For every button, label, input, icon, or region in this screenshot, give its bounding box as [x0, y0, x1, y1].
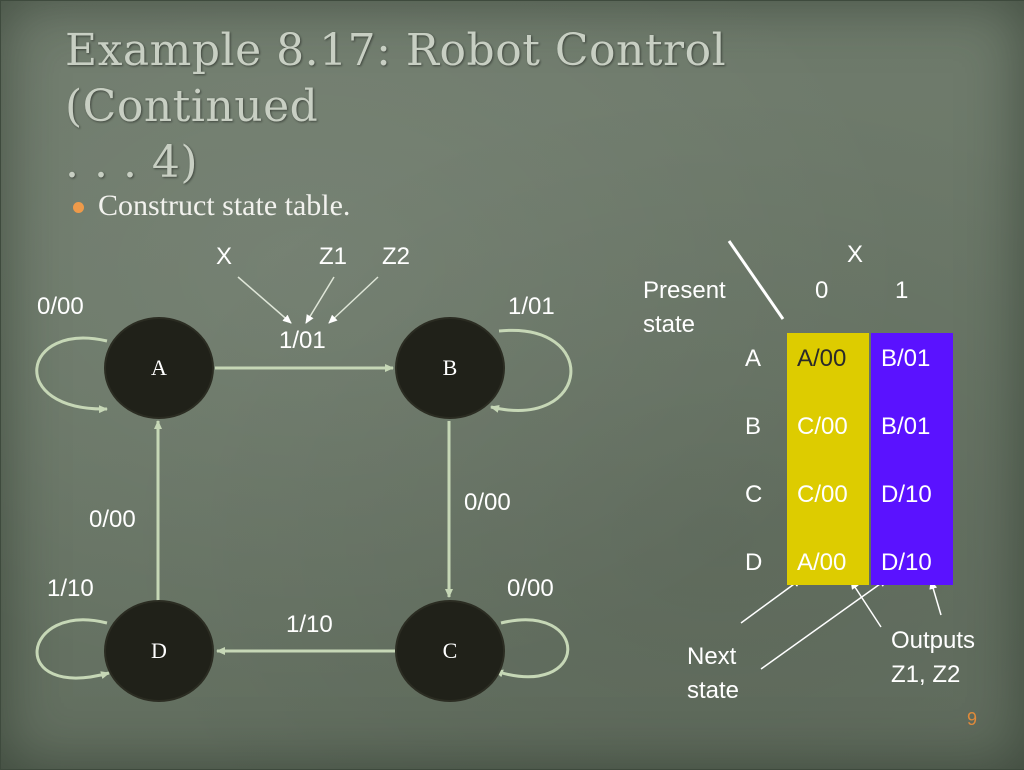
next-state-column: [787, 333, 869, 585]
edge-label-b-to-c: 0/00: [464, 489, 511, 516]
edge-label-d-to-a: 0/00: [89, 506, 136, 533]
edge-label-a-to-b: 1/01: [279, 327, 326, 354]
edge-label-a-self: 0/00: [37, 293, 84, 320]
legend-pointer-z1: [305, 276, 335, 324]
state-label-d: D: [151, 638, 167, 663]
legend-z1: Z1: [319, 243, 348, 270]
next-state-label-2: state: [687, 677, 740, 704]
page-number: 9: [967, 709, 978, 729]
state-node-a: A: [106, 319, 212, 417]
cell-c-x0: C/00: [797, 481, 848, 508]
legend-pointer-x: [237, 276, 292, 324]
edge-label-d-self: 1/10: [47, 575, 94, 602]
table-input-label: X: [847, 241, 864, 268]
cell-d-x0: A/00: [797, 549, 847, 576]
cell-a-x0: A/00: [797, 345, 847, 372]
edge-label-b-self: 1/01: [508, 293, 555, 320]
cell-b-x0: C/00: [797, 413, 848, 440]
cell-b-x1: B/01: [881, 413, 931, 440]
state-node-d: D: [106, 602, 212, 700]
table-input-value-1: 1: [895, 277, 909, 304]
state-label-b: B: [442, 355, 458, 380]
cell-c-x1: D/10: [881, 481, 932, 508]
edge-c-self: [494, 618, 570, 679]
next-state-pointer-2: [760, 578, 888, 670]
slide-title: Example 8.17: Robot Control (Continued .…: [65, 23, 965, 191]
title-line-2: . . . 4): [65, 137, 199, 188]
state-label-c: C: [442, 638, 458, 663]
edge-d-self: [35, 618, 110, 680]
output-column: [871, 333, 953, 585]
next-state-pointer-1: [740, 578, 802, 624]
state-node-c: C: [397, 602, 503, 700]
edge-label-c-self: 0/00: [507, 575, 554, 602]
table-present-label-1: Present: [643, 277, 726, 304]
edge-label-c-to-d: 1/10: [286, 611, 333, 638]
legend-pointer-z2: [328, 276, 379, 324]
row-state-a: A: [745, 345, 762, 372]
row-state-b: B: [745, 413, 762, 440]
title-line-1: Example 8.17: Robot Control (Continued: [65, 25, 727, 132]
table-header-diagonal: [727, 240, 785, 320]
row-state-c: C: [745, 481, 763, 508]
next-state-label-1: Next: [687, 643, 737, 670]
bullet-dot-icon: [73, 201, 84, 213]
table-present-label-2: state: [643, 311, 696, 338]
table-input-value-0: 0: [815, 277, 829, 304]
legend-x: X: [216, 243, 233, 270]
bullet-text: Construct state table.: [98, 189, 351, 222]
cell-a-x1: B/01: [881, 345, 931, 372]
edge-a-self: [35, 336, 108, 414]
legend-z2: Z2: [382, 243, 411, 270]
state-label-a: A: [151, 355, 167, 380]
outputs-pointer-2: [929, 580, 942, 616]
outputs-label-1: Outputs: [891, 627, 976, 654]
bullet-item: Construct state table.: [73, 189, 350, 223]
state-node-b: B: [397, 319, 503, 417]
edge-b-self: [490, 328, 573, 413]
cell-d-x1: D/10: [881, 549, 932, 576]
row-state-d: D: [745, 549, 763, 576]
outputs-label-2: Z1, Z2: [891, 661, 961, 688]
outputs-pointer-1: [850, 580, 882, 628]
